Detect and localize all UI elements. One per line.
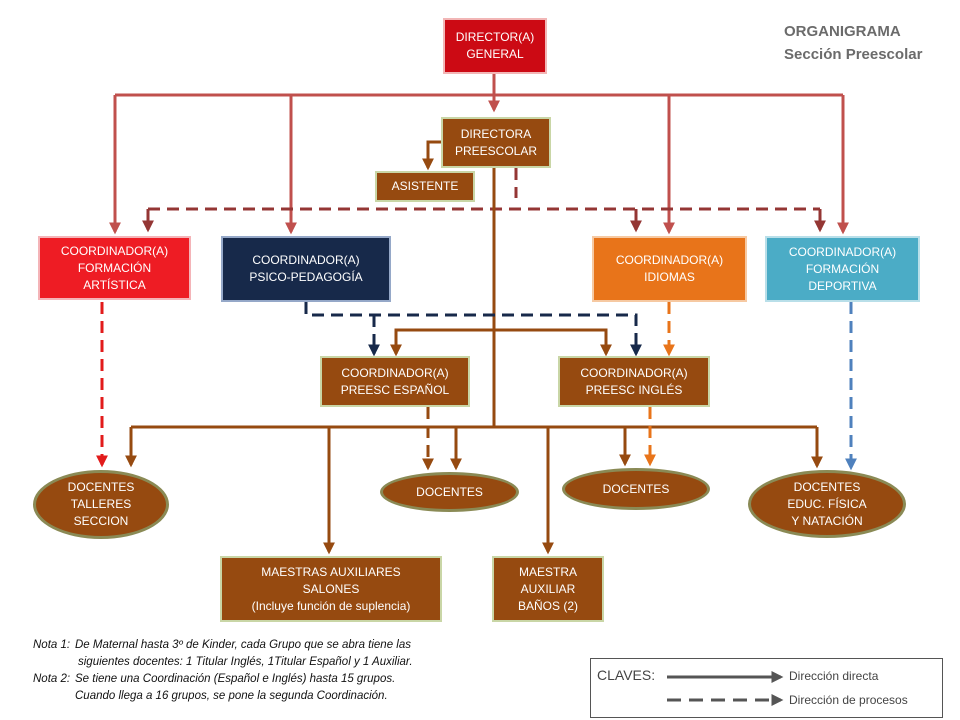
title-line-1: ORGANIGRAMA <box>784 23 901 40</box>
brown-direct-lines <box>125 168 823 555</box>
coordinador-idiomas-box: COORDINADOR(A) IDIOMAS <box>592 236 747 302</box>
director-direct-lines <box>109 74 849 235</box>
note-text: siguientes docentes: 1 Titular Inglés, 1… <box>78 656 413 668</box>
docentes-talleres-oval: DOCENTES TALLERES SECCION <box>33 470 169 539</box>
org-chart-title: ORGANIGRAMA Sección Preescolar <box>784 20 922 66</box>
maestras-auxiliares-salones-box: MAESTRAS AUXILIARES SALONES (Incluye fun… <box>220 556 442 622</box>
docentes-educ-fisica-oval: DOCENTES EDUC. FÍSICA Y NATACIÓN <box>748 470 906 538</box>
note-line: Nota 2: Se tiene una Coordinación (Españ… <box>33 671 578 688</box>
note-text: Se tiene una Coordinación (Español e Ing… <box>75 673 396 685</box>
directora-preescolar-box: DIRECTORA PREESCOLAR <box>441 117 551 168</box>
maestra-auxiliar-banos-box: MAESTRA AUXILIAR BAÑOS (2) <box>492 556 604 622</box>
legend-title: CLAVES: <box>597 667 656 683</box>
docentes-ingles-oval: DOCENTES <box>562 468 710 510</box>
legend-box: CLAVES: Dirección directa Dirección de p… <box>590 658 943 718</box>
note-text: Cuando llega a 16 grupos, se pone la seg… <box>75 690 388 702</box>
coordinador-psico-pedagogia-box: COORDINADOR(A) PSICO-PEDAGOGÍA <box>221 236 391 302</box>
note-label: Nota 2: <box>33 673 71 685</box>
asistente-box: ASISTENTE <box>375 171 475 202</box>
note-line: siguientes docentes: 1 Titular Inglés, 1… <box>33 654 578 671</box>
coordinador-formacion-deportiva-box: COORDINADOR(A) FORMACIÓN DEPORTIVA <box>765 236 920 302</box>
title-line-2: Sección Preescolar <box>784 46 923 63</box>
note-line: Nota 1: De Maternal hasta 3º de Kinder, … <box>33 637 578 654</box>
psico-process-lines <box>304 302 642 357</box>
director-general-box: DIRECTOR(A) GENERAL <box>443 18 547 74</box>
process-dashed-lines <box>142 168 826 233</box>
note-label: Nota 1: <box>33 639 71 651</box>
asistente-line <box>422 140 442 171</box>
legend-direct-label: Dirección directa <box>789 669 879 683</box>
legend-process-label: Dirección de procesos <box>789 693 908 707</box>
note-line: Cuando llega a 16 grupos, se pone la seg… <box>33 688 578 705</box>
note-text: De Maternal hasta 3º de Kinder, cada Gru… <box>75 639 411 651</box>
coordinador-preesc-espanol-box: COORDINADOR(A) PREESC ESPAÑOL <box>320 356 470 407</box>
note-label <box>33 688 75 705</box>
docentes-espanol-oval: DOCENTES <box>380 472 519 512</box>
note-label <box>33 654 75 671</box>
footnotes: Nota 1: De Maternal hasta 3º de Kinder, … <box>33 637 578 705</box>
coordinador-formacion-artistica-box: COORDINADOR(A) FORMACIÓN ARTÍSTICA <box>38 236 191 300</box>
coordinador-preesc-ingles-box: COORDINADOR(A) PREESC INGLÉS <box>558 356 710 407</box>
